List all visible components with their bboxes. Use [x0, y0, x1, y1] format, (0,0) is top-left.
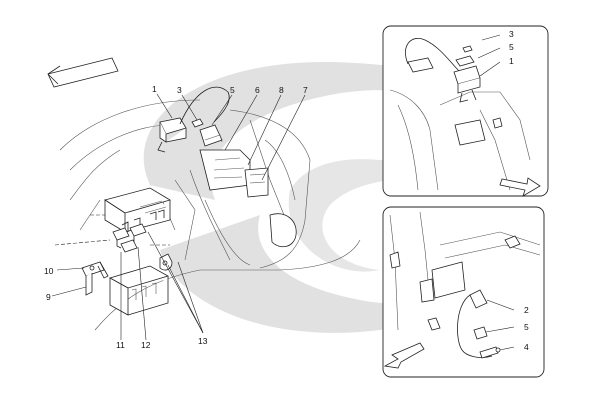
- inset-top-callout-5: 5: [509, 42, 514, 52]
- callout-13: 13: [198, 336, 208, 346]
- inset-bottom-callout-2: 2: [524, 305, 529, 315]
- callout-8: 8: [279, 85, 284, 95]
- callout-3: 3: [177, 85, 182, 95]
- main-leaders: [51, 93, 306, 341]
- callout-12: 12: [141, 340, 151, 350]
- mounting-bracket: [81, 261, 109, 296]
- callout-1: 1: [152, 84, 157, 94]
- inset-bottom-panel: [382, 206, 545, 378]
- inset-top-panel: [382, 25, 549, 197]
- callout-7: 7: [303, 85, 308, 95]
- inset-bottom-callout-4: 4: [524, 342, 529, 352]
- inset-bottom-callout-5: 5: [524, 322, 529, 332]
- inset-top-callout-3: 3: [509, 29, 514, 39]
- callout-9: 9: [46, 292, 51, 302]
- assembly-lines: [54, 214, 170, 246]
- inset-direction-arrow-icon: [499, 177, 541, 197]
- callout-11: 11: [116, 340, 125, 350]
- fuse-holder-box: [108, 253, 173, 316]
- callout-5: 5: [230, 85, 235, 95]
- inset-top-callout-1: 1: [509, 56, 514, 66]
- direction-arrow-icon: [47, 57, 119, 88]
- callout-10: 10: [44, 266, 54, 276]
- fuse-box: [104, 187, 171, 233]
- callout-6: 6: [255, 85, 260, 95]
- relay-cluster: [112, 223, 147, 253]
- inset-bottom-direction-arrow-icon: [383, 342, 425, 369]
- relay-module-1: [157, 86, 230, 153]
